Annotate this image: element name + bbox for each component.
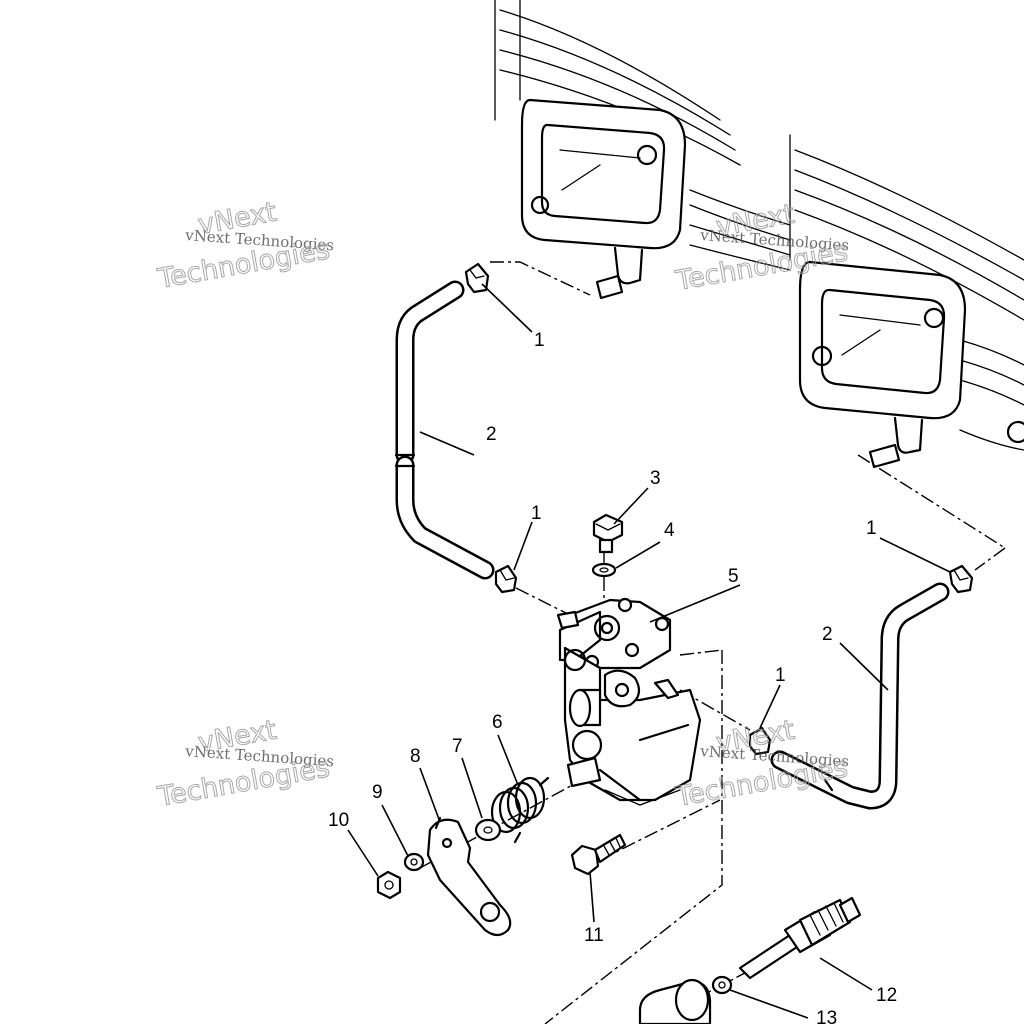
callout-11-bolt: 11 [584,925,604,946]
callout-1-lower-left-clamp: 1 [531,503,542,524]
clamp-upper-left [464,262,490,294]
callout-13-o-ring: 13 [816,1008,837,1024]
clamp-lower-left [494,564,518,594]
callout-5-oil-pump: 5 [728,566,739,587]
callout-3-banjo-bolt: 3 [650,468,661,489]
drive-shaft [738,896,862,980]
callout-8-lever: 8 [410,746,421,767]
o-ring [711,975,733,995]
callout-2-left-hose: 2 [486,424,497,445]
callout-4-washer: 4 [664,520,675,541]
upper-cylinder [494,0,791,300]
control-lever [426,816,512,937]
callout-10-nut: 10 [328,810,349,831]
flat-washer [474,818,502,842]
sealing-washer [591,562,617,578]
callout-7-washer: 7 [452,736,463,757]
mounting-bolt [570,833,627,876]
right-cylinder [789,134,1024,469]
lock-washer [403,852,425,872]
hose-left [394,280,495,580]
clamp-upper-right [948,564,974,594]
callout-9-lock-washer: 9 [372,782,383,803]
callout-2-right-hose: 2 [822,624,833,645]
watermark-bottom-left: vNext vNext Technologies Technologies [154,714,334,813]
callout-1-upper-clamp: 1 [534,330,545,351]
clamp-lower-right [748,726,772,756]
callout-1-lower-right-clamp: 1 [775,665,786,686]
watermark-top-left: vNext vNext Technologies Technologies [154,196,334,295]
callout-6-spring: 6 [492,712,503,733]
oil-pump-body [556,597,702,806]
hex-nut [376,870,402,900]
hose-right [770,582,950,810]
callout-12-drive-shaft: 12 [876,985,897,1006]
shaft-bushing [638,978,712,1024]
banjo-bolt [592,513,624,554]
leader-lines [347,283,951,1019]
callout-1-upper-right-clamp: 1 [866,518,877,539]
return-spring [490,776,550,844]
callout-numbers: 1 2 3 1 4 1 5 2 1 6 7 8 9 10 11 12 13 [328,330,897,1024]
